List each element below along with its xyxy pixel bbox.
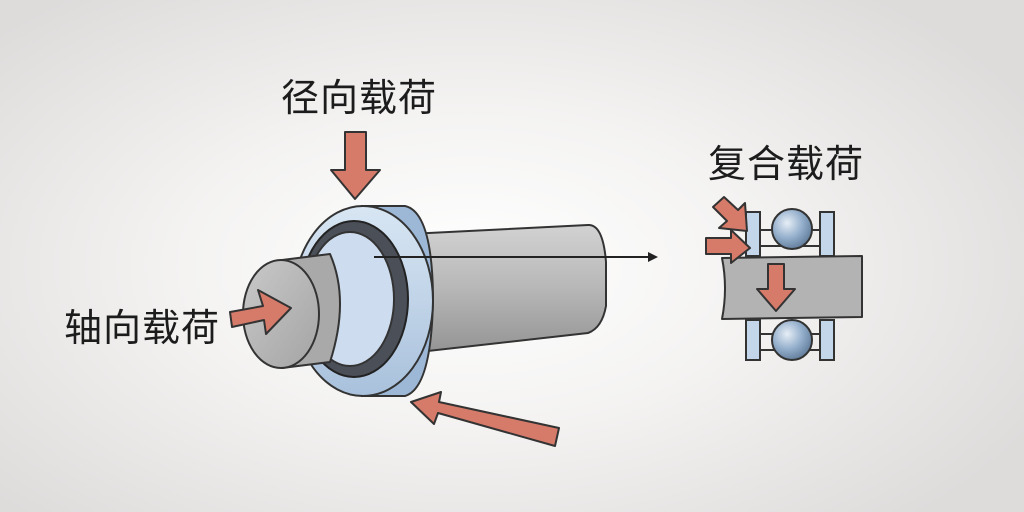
section-diagonal-load-arrow bbox=[712, 196, 748, 232]
radial-load-arrow bbox=[330, 131, 381, 200]
shaft-front bbox=[242, 253, 341, 369]
section-top-outer-race bbox=[819, 211, 835, 257]
section-top-inner-race bbox=[745, 211, 761, 257]
section-bottom-ball bbox=[771, 319, 813, 361]
axial-load-label: 轴向载荷 bbox=[64, 306, 221, 350]
section-shaft bbox=[721, 255, 863, 320]
pointer-arrow bbox=[374, 252, 658, 262]
axial-load-arrow bbox=[229, 289, 292, 335]
bearing-section-view bbox=[721, 208, 863, 361]
section-bottom-inner-race bbox=[745, 319, 761, 361]
radial-load-label: 径向载荷 bbox=[281, 76, 438, 120]
section-axial-load-arrow bbox=[705, 229, 751, 264]
section-bottom-outer-race bbox=[819, 319, 835, 361]
section-radial-load-arrow bbox=[756, 263, 796, 312]
combined-load-label: 复合载荷 bbox=[708, 142, 865, 186]
combined-load-arrow-main bbox=[410, 391, 560, 447]
section-top-ball bbox=[771, 208, 813, 250]
